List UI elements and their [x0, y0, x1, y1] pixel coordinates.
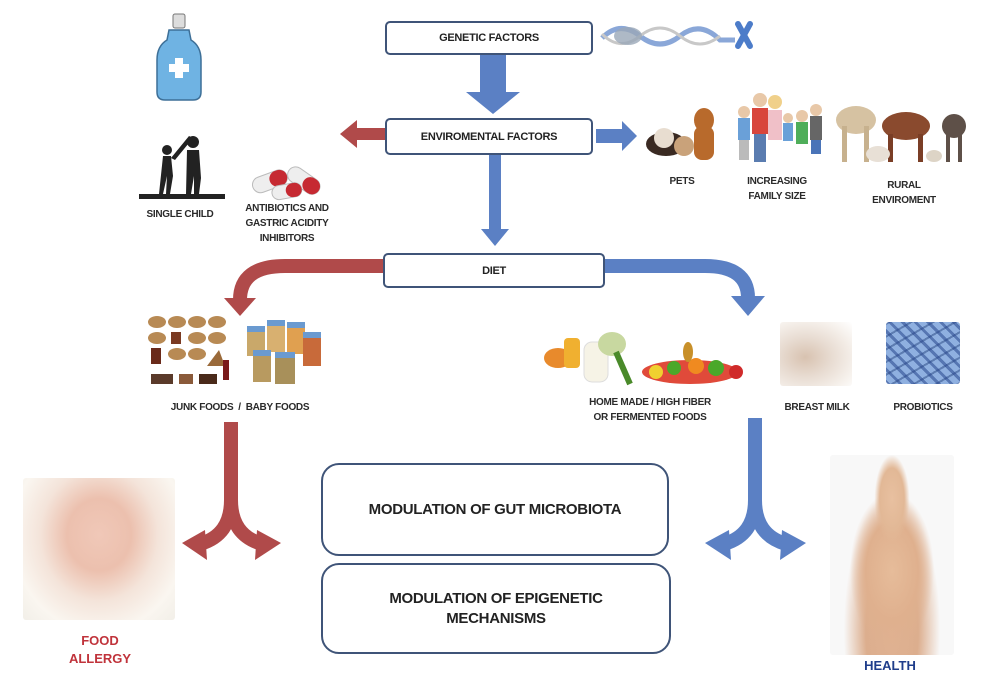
- pets-icon: [646, 108, 714, 160]
- silhouette-icon: [139, 136, 225, 199]
- arrow-environmental-right: [596, 121, 637, 151]
- rural-environment-label: RURAL ENVIROMENT: [854, 178, 954, 208]
- gut-microbiota-box: MODULATION OF GUT MICROBIOTA: [321, 463, 669, 556]
- rural-label-line-2: ENVIROMENT: [872, 195, 936, 206]
- breast-milk-label: BREAST MILK: [784, 402, 850, 413]
- baby-bottle-icon: [156, 13, 202, 101]
- environmental-factors-box: ENVIROMENTAL FACTORS: [385, 118, 593, 155]
- arrow-diet-to-junk: [224, 259, 385, 316]
- allergic-baby-photo: [23, 478, 175, 620]
- family-size-label-line-1: INCREASING: [747, 176, 807, 187]
- junk-food-icon: [148, 316, 229, 384]
- family-icon: [738, 93, 822, 162]
- breastfeeding-icon: [780, 322, 852, 386]
- antibiotics-label: ANTIBIOTICS AND GASTRIC ACIDITY INHIBITO…: [232, 201, 342, 246]
- antibiotics-label-line-1: ANTIBIOTICS AND: [245, 203, 329, 214]
- home-made-foods-label: HOME MADE / HIGH FIBER OR FERMENTED FOOD…: [560, 395, 740, 425]
- home-made-label-line-1: HOME MADE / HIGH FIBER: [589, 397, 711, 408]
- genetic-factors-box: GENETIC FACTORS: [385, 21, 593, 55]
- epigenetic-line-1: MODULATION OF EPIGENETIC: [389, 589, 603, 607]
- food-allergy-line-2: ALLERGY: [68, 651, 132, 666]
- rural-label-line-1: RURAL: [887, 180, 921, 191]
- single-child-label: SINGLE CHILD: [146, 209, 214, 220]
- pills-icon: [251, 166, 321, 201]
- health-label: HEALTH: [864, 658, 916, 673]
- arrow-environmental-to-diet: [481, 155, 509, 246]
- antibiotics-label-line-3: INHIBITORS: [259, 233, 315, 244]
- diet-box: DIET: [383, 253, 605, 288]
- vegetables-fruits-icon: [544, 332, 743, 386]
- epigenetic-mechanisms-box: MODULATION OF EPIGENETIC MECHANISMS: [321, 563, 671, 654]
- food-allergy-label: FOOD ALLERGY: [45, 632, 155, 668]
- epigenetic-line-2: MECHANISMS: [446, 609, 546, 627]
- arrow-diet-to-healthy: [602, 259, 765, 316]
- farm-animals-icon: [836, 106, 966, 162]
- family-size-label: INCREASING FAMILY SIZE: [727, 174, 827, 204]
- home-made-label-line-2: OR FERMENTED FOODS: [593, 412, 707, 423]
- healthy-baby-photo: [830, 455, 954, 655]
- antibiotics-label-line-2: GASTRIC ACIDITY: [245, 218, 329, 229]
- dna-chromosome-icon: [600, 21, 753, 49]
- arrow-blue-split: [705, 418, 806, 560]
- arrow-genetic-to-environmental: [466, 54, 520, 114]
- food-allergy-line-1: FOOD: [81, 633, 119, 648]
- arrow-environmental-left: [340, 120, 385, 148]
- arrow-red-split: [182, 422, 281, 560]
- baby-food-jars-icon: [247, 320, 321, 384]
- probiotics-label: PROBIOTICS: [893, 402, 953, 413]
- junk-baby-foods-label: JUNK FOODS / BABY FOODS: [170, 402, 310, 413]
- bacteria-icon: [886, 322, 960, 384]
- family-size-label-line-2: FAMILY SIZE: [748, 191, 806, 202]
- pets-label: PETS: [669, 176, 695, 187]
